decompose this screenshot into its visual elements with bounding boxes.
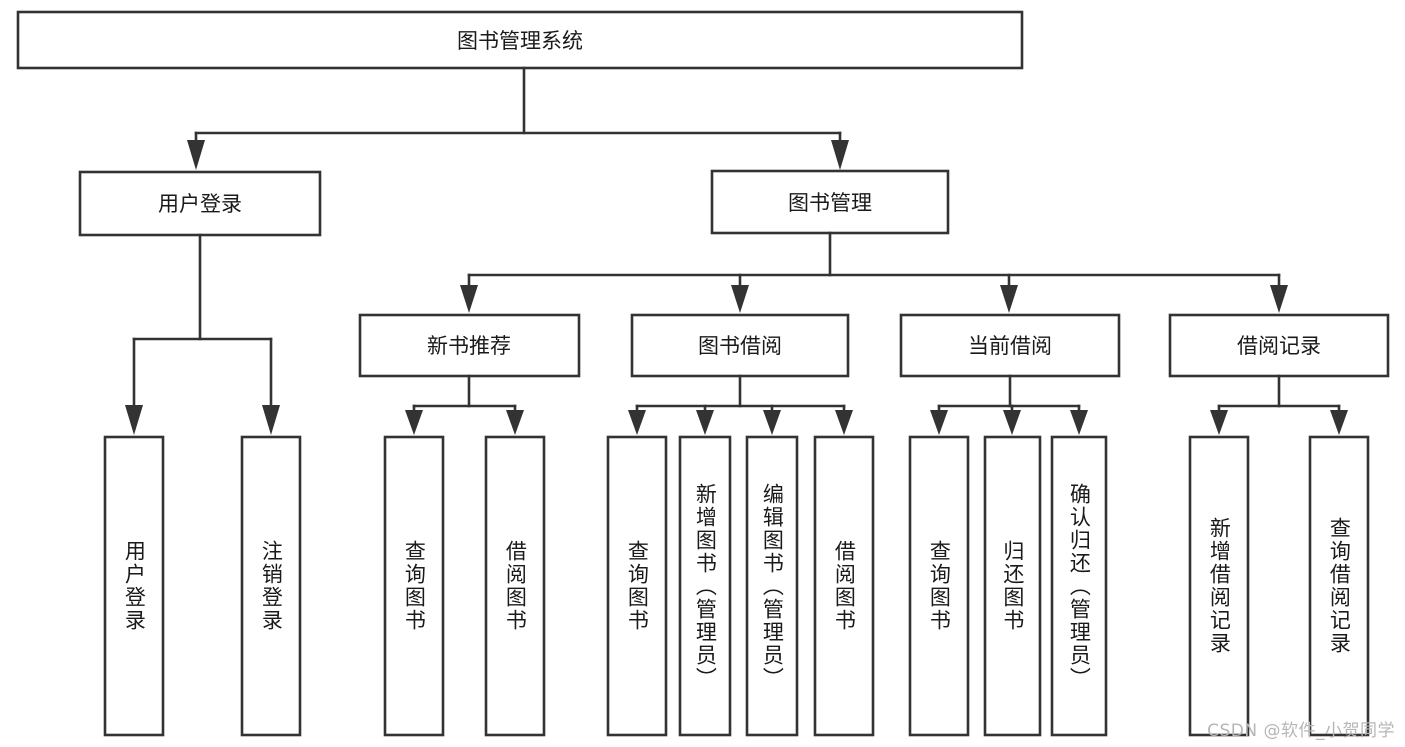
connector-currentborrow-to-leaves [930,374,1088,435]
level3-box-0[interactable] [358,313,581,378]
level3-label-1: 图书借阅 [698,334,782,358]
leaf-box-2[interactable] [383,435,445,737]
root-box[interactable] [16,10,1024,70]
leaf-boxes [103,435,1370,737]
level3-box-2[interactable] [899,313,1121,378]
leaf-box-4[interactable] [606,435,668,737]
arrow-down-icon [460,285,478,313]
leaf-box-5[interactable] [678,435,732,737]
connector-userlogin-to-leaves [125,233,280,435]
arrow-down-icon [930,410,948,435]
node-book-management[interactable]: 图书管理 [710,169,950,235]
arrow-down-icon [1330,410,1348,435]
node-borrow-records[interactable]: 借阅记录 [1168,313,1390,378]
leaf-box-8[interactable] [908,435,970,737]
arrow-down-icon [1070,410,1088,435]
leaf-box-1[interactable] [240,435,302,737]
watermark: CSDN @软件_小贺同学 [1207,721,1395,741]
leaf-box-7[interactable] [813,435,875,737]
level2-box-0[interactable] [78,170,322,237]
arrow-down-icon [405,410,423,435]
arrow-down-icon [506,410,524,435]
arrow-down-icon [1000,285,1018,313]
leaf-box-10[interactable] [1050,435,1108,737]
level2-label-0: 用户登录 [158,192,242,216]
leaf-box-12[interactable] [1308,435,1370,737]
node-book-borrow[interactable]: 图书借阅 [630,313,850,378]
connector-root-to-level2 [187,66,849,170]
connector-bookmgmt-to-level3 [460,231,1288,313]
leaf-box-9[interactable] [983,435,1042,737]
node-root[interactable]: 图书管理系统 [16,10,1024,70]
arrow-down-icon [628,410,646,435]
arrow-down-icon [187,140,205,170]
connector-borrowrecords-to-leaves [1210,374,1348,435]
arrow-down-icon [1270,285,1288,313]
connector-bookborrow-to-leaves [628,374,853,435]
level3-label-0: 新书推荐 [427,334,511,358]
node-new-book-recommend[interactable]: 新书推荐 [358,313,581,378]
arrow-down-icon [835,410,853,435]
level3-label-2: 当前借阅 [968,334,1052,358]
leaf-box-3[interactable] [484,435,546,737]
arrow-down-icon [1003,410,1021,435]
arrow-down-icon [262,405,280,435]
arrow-down-icon [696,410,714,435]
leaf-box-6[interactable] [745,435,799,737]
level2-label-1: 图书管理 [788,191,872,215]
leaf-box-0[interactable] [103,435,165,737]
arrow-down-icon [1210,410,1228,435]
node-current-borrow[interactable]: 当前借阅 [899,313,1121,378]
arrow-down-icon [831,140,849,170]
root-label: 图书管理系统 [457,29,583,53]
arrow-down-icon [125,405,143,435]
leaf-box-11[interactable] [1188,435,1250,737]
level3-label-3: 借阅记录 [1237,334,1321,358]
connector-newbook-to-leaves [405,374,524,435]
node-user-login[interactable]: 用户登录 [78,170,322,237]
arrow-down-icon [763,410,781,435]
arrow-down-icon [731,285,749,313]
